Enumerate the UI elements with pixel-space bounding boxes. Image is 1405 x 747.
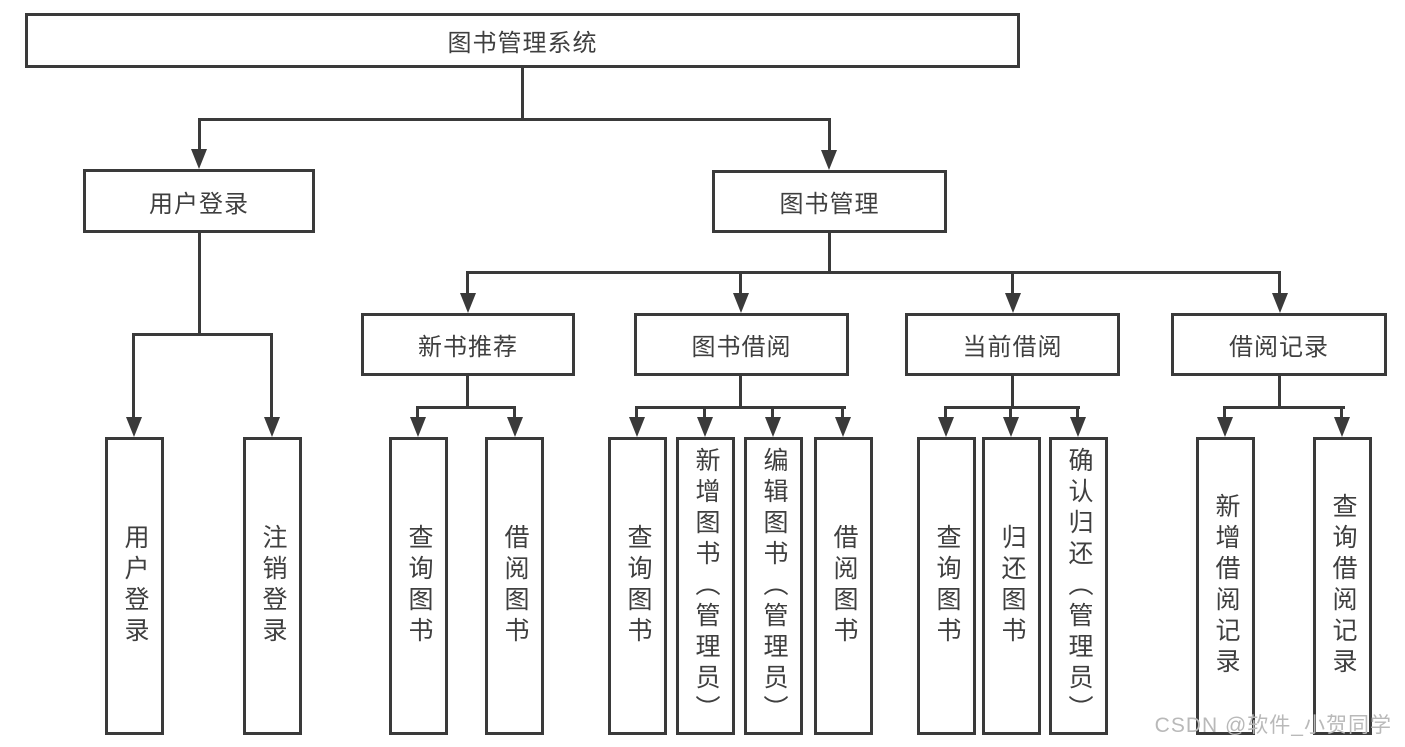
connector-drop-leaf [944, 406, 947, 420]
connector-drop-leaf [1009, 406, 1012, 420]
connector-drop-leaf [635, 406, 638, 420]
connector-current-borrow-drop [1011, 376, 1014, 409]
connector-book-borrow-drop [739, 376, 742, 409]
connector-drop-leaf [1223, 406, 1226, 420]
leaf-borrow-books-recommend: 借阅图书 [485, 437, 544, 735]
node-book-management: 图书管理 [712, 170, 947, 233]
node-book-management-system: 图书管理系统 [25, 13, 1020, 68]
leaf-add-borrow-record: 新增借阅记录 [1196, 437, 1255, 735]
leaf-logout: 注销登录 [243, 437, 302, 735]
arrow-down-icon [1272, 293, 1288, 313]
arrow-down-icon [126, 417, 142, 437]
connector-drop-leaf [841, 406, 844, 420]
connector-drop-leaf [270, 333, 273, 419]
connector-drop-user-login [198, 118, 201, 152]
arrow-down-icon [821, 150, 837, 170]
node-current-borrowing: 当前借阅 [905, 313, 1120, 376]
leaf-edit-book-admin: 编辑图书（管理员） [744, 437, 803, 735]
connector-user-login-drop [198, 233, 201, 335]
node-book-borrowing: 图书借阅 [634, 313, 849, 376]
connector-borrow-records-drop [1278, 376, 1281, 409]
connector-drop-leaf [416, 406, 419, 420]
connector-root-rail [198, 118, 831, 121]
leaf-query-borrow-record: 查询借阅记录 [1313, 437, 1372, 735]
arrow-down-icon [460, 293, 476, 313]
connector-drop-current-borrow [1011, 271, 1014, 295]
connector-current-borrow-rail [944, 406, 1080, 409]
connector-borrow-records-rail [1223, 406, 1345, 409]
connector-drop-borrow-records [1278, 271, 1281, 295]
arrow-down-icon [765, 417, 781, 437]
leaf-query-books-recommend: 查询图书 [389, 437, 448, 735]
node-new-book-recommendation: 新书推荐 [361, 313, 575, 376]
connector-drop-book-mgmt [828, 118, 831, 152]
node-user-login: 用户登录 [83, 169, 315, 233]
connector-drop-leaf [703, 406, 706, 420]
leaf-user-login: 用户登录 [105, 437, 164, 735]
leaf-confirm-return-admin: 确认归还（管理员） [1049, 437, 1108, 735]
connector-user-login-rail [132, 333, 273, 336]
connector-new-books-drop [466, 376, 469, 409]
arrow-down-icon [1003, 417, 1019, 437]
arrow-down-icon [733, 293, 749, 313]
arrow-down-icon [1070, 417, 1086, 437]
connector-book-mgmt-rail [466, 271, 1281, 274]
arrow-down-icon [264, 417, 280, 437]
arrow-down-icon [1217, 417, 1233, 437]
arrow-down-icon [697, 417, 713, 437]
connector-drop-leaf [1340, 406, 1343, 420]
connector-root-drop [521, 68, 524, 121]
connector-drop-leaf [1076, 406, 1079, 420]
connector-drop-leaf [132, 333, 135, 419]
arrow-down-icon [629, 417, 645, 437]
leaf-query-books-current: 查询图书 [917, 437, 976, 735]
arrow-down-icon [1334, 417, 1350, 437]
connector-drop-leaf [771, 406, 774, 420]
connector-book-borrow-rail [635, 406, 846, 409]
arrow-down-icon [1005, 293, 1021, 313]
leaf-query-books-borrowing: 查询图书 [608, 437, 667, 735]
connector-drop-leaf [513, 406, 516, 420]
arrow-down-icon [835, 417, 851, 437]
arrow-down-icon [938, 417, 954, 437]
node-borrowing-records: 借阅记录 [1171, 313, 1387, 376]
leaf-return-book: 归还图书 [982, 437, 1041, 735]
leaf-borrow-books: 借阅图书 [814, 437, 873, 735]
arrow-down-icon [507, 417, 523, 437]
arrow-down-icon [410, 417, 426, 437]
csdn-watermark: CSDN @软件_小贺同学 [1154, 714, 1392, 737]
connector-drop-new-books [466, 271, 469, 295]
connector-book-mgmt-drop [828, 233, 831, 274]
arrow-down-icon [191, 149, 207, 169]
connector-drop-book-borrow [739, 271, 742, 295]
leaf-add-book-admin: 新增图书（管理员） [676, 437, 735, 735]
connector-new-books-rail [416, 406, 516, 409]
